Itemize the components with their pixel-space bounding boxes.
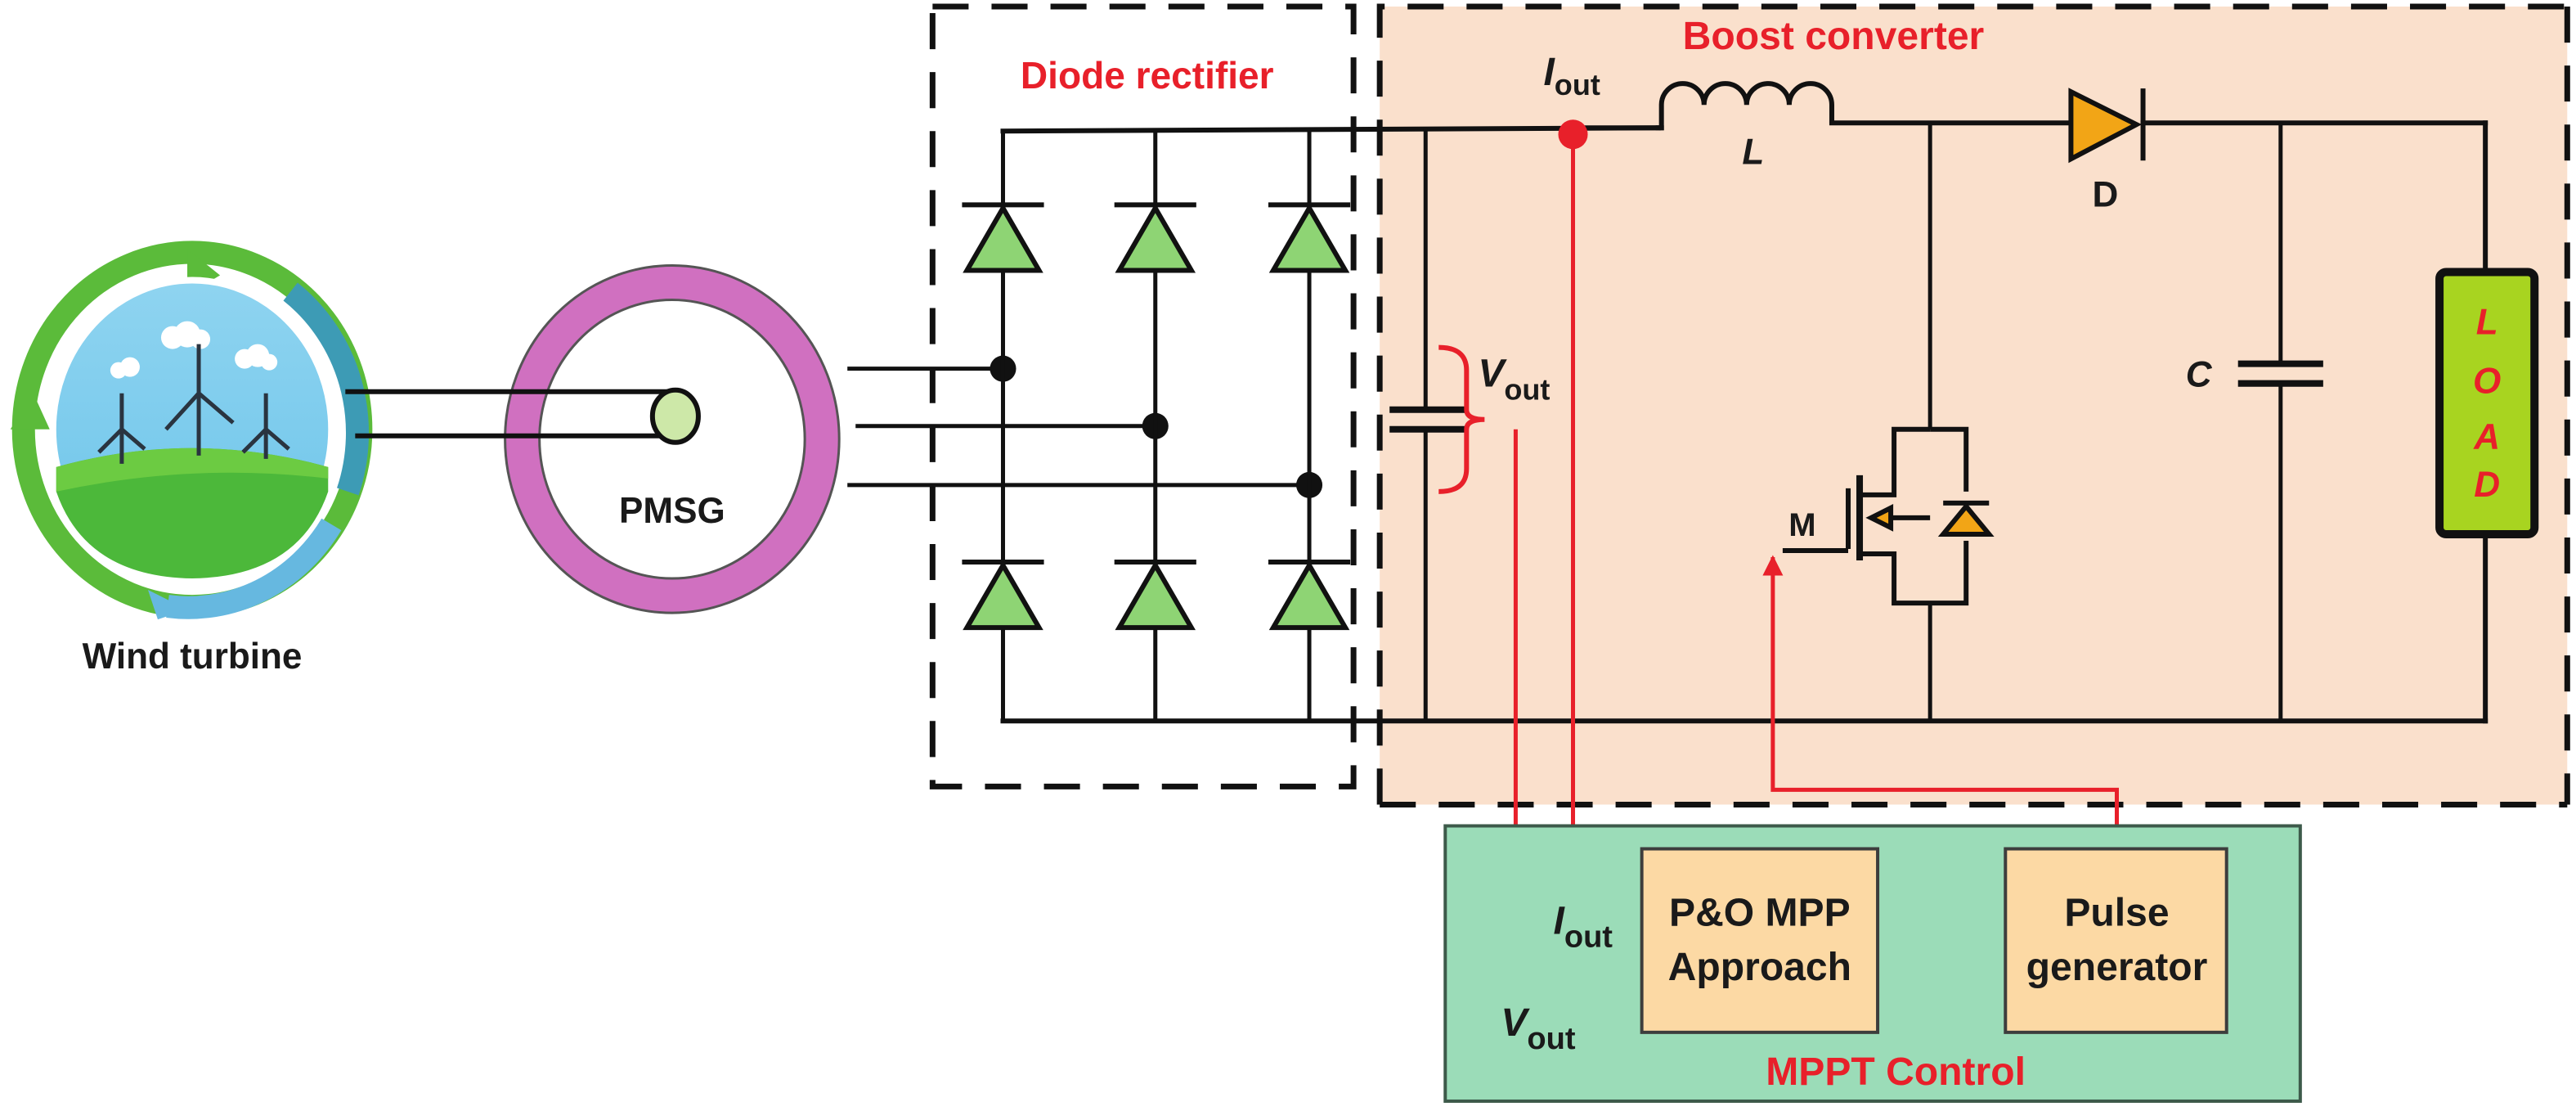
mppt-control-title: MPPT Control <box>1766 1050 2026 1094</box>
gate-signal-arrow <box>1762 555 2119 849</box>
pmsg-icon: PMSG <box>345 263 841 614</box>
mosfet-icon <box>1782 426 1995 606</box>
diode-icon <box>1268 560 1351 631</box>
current-sense-node <box>1558 119 1588 150</box>
pulse-gen-line2: generator <box>2026 945 2208 989</box>
diode-rectifier-title: Diode rectifier <box>1021 54 1274 97</box>
switch-label: M <box>1788 507 1815 543</box>
wind-turbine-label: Wind turbine <box>83 636 303 677</box>
boost-converter-title: Boost converter <box>1683 14 1985 58</box>
pmsg-label: PMSG <box>619 491 725 531</box>
pulse-gen-line1: Pulse <box>2064 891 2169 935</box>
svg-text:L: L <box>2476 303 2498 343</box>
mppt-iout-label: Iout <box>1553 899 1613 955</box>
mppt-control-region: P&O MPP Approach Pulse generator Iout Vo… <box>1443 824 2302 1103</box>
diode-rectifier-region: Diode rectifier <box>929 3 1357 789</box>
wind-turbine-icon: Wind turbine <box>10 241 373 677</box>
mppt-vout-label: Vout <box>1501 1001 1576 1056</box>
output-capacitor-icon <box>2237 360 2323 387</box>
inductor-label: L <box>1742 132 1764 172</box>
load-label: L O A D <box>2473 303 2501 505</box>
rectifier-bridge <box>962 125 2488 724</box>
inductor-icon <box>1658 81 1834 131</box>
po-mpp-line2: Approach <box>1668 945 1851 989</box>
input-capacitor-icon <box>1389 406 1465 433</box>
three-phase-lines <box>847 355 1323 498</box>
diode-icon <box>1268 202 1351 273</box>
po-mpp-line1: P&O MPP <box>1669 891 1851 935</box>
svg-text:A: A <box>2473 417 2500 457</box>
pulse-generator-block <box>2004 847 2228 1034</box>
load-icon <box>2435 268 2539 538</box>
svg-text:D: D <box>2474 465 2500 505</box>
rectifier-diodes <box>962 202 1351 631</box>
shaft-icon <box>649 387 701 445</box>
diode-icon <box>1114 202 1196 273</box>
rectifier-dashed-border <box>929 3 1357 789</box>
vout-sense-label: Vout <box>1478 352 1550 407</box>
boost-dashed-border <box>1376 3 2570 807</box>
diode-icon <box>1114 560 1196 631</box>
diode-icon <box>962 202 1044 273</box>
iout-sense-label: Iout <box>1543 50 1600 101</box>
vout-bracket <box>1438 344 1485 494</box>
boost-circuit: Vout L D M <box>1389 50 2539 724</box>
po-mpp-block <box>1640 847 1880 1034</box>
diode-icon <box>962 560 1044 631</box>
capacitor-label: C <box>2186 355 2213 395</box>
svg-text:O: O <box>2473 362 2501 402</box>
boost-diode-label: D <box>2093 174 2119 214</box>
